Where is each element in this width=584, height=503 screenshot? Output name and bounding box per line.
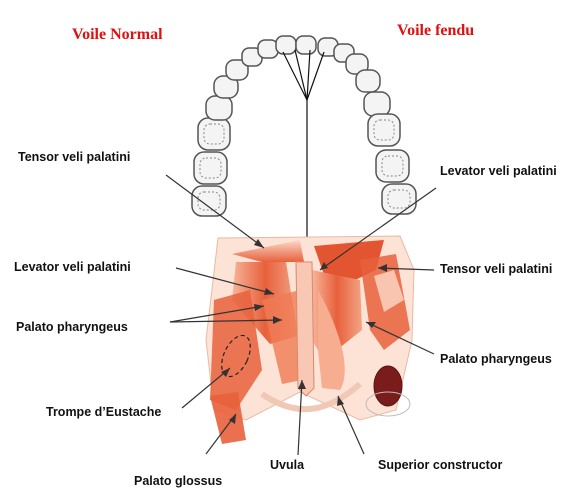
eustachian-rim bbox=[365, 391, 411, 417]
title-voile-normal: Voile Normal bbox=[72, 26, 163, 43]
eustachian-tube-outline bbox=[221, 334, 251, 378]
uvula-shape bbox=[295, 261, 315, 397]
tooth-left-incisor-1 bbox=[257, 39, 279, 59]
pointer-arrowheads bbox=[221, 239, 387, 424]
label-palato-pharyngeus-left: Palato pharyngeus bbox=[16, 320, 128, 334]
pointer-palato-pharyngeus-left-2 bbox=[169, 319, 283, 323]
tooth-central-left bbox=[275, 35, 297, 55]
label-tensor-veli-palatini-left: Tensor veli palatini bbox=[18, 150, 131, 164]
tooth-left-canine bbox=[225, 59, 249, 81]
label-trompe-eustache: Trompe d’Eustache bbox=[46, 405, 162, 419]
tooth-right-molar-2 bbox=[375, 149, 410, 183]
label-tensor-veli-palatini-right: Tensor veli palatini bbox=[440, 262, 553, 276]
palato-pharyngeus-left-inner bbox=[262, 290, 302, 384]
pointer-trompe bbox=[181, 367, 231, 409]
tooth-left-molar-2 bbox=[193, 151, 228, 185]
dental-arch bbox=[191, 35, 417, 217]
pointer-tensor-right bbox=[377, 267, 435, 271]
eustachian-opening bbox=[373, 365, 403, 407]
title-voile-fendu: Voile fendu bbox=[397, 22, 475, 39]
pointer-levator-left bbox=[175, 267, 275, 295]
label-levator-veli-palatini-left: Levator veli palatini bbox=[14, 260, 131, 274]
pointer-tensor-left bbox=[165, 174, 265, 249]
tooth-left-premolar-1 bbox=[213, 75, 239, 99]
label-palato-glossus: Palato glossus bbox=[134, 474, 223, 488]
label-superior-constructor: Superior constructor bbox=[378, 458, 503, 472]
tooth-left-molar-1 bbox=[197, 117, 231, 151]
pointer-superior-constructor bbox=[337, 395, 365, 455]
midline-lines bbox=[282, 49, 325, 262]
tooth-left-premolar-2 bbox=[205, 95, 233, 121]
superior-constrictor bbox=[260, 381, 362, 413]
tooth-central-right bbox=[295, 35, 317, 55]
tooth-right-premolar-2 bbox=[363, 91, 391, 117]
pointer-palato-pharyngeus-right bbox=[365, 321, 435, 355]
pointer-uvula bbox=[297, 379, 303, 456]
tooth-right-molar-3 bbox=[381, 183, 417, 215]
label-uvula: Uvula bbox=[270, 458, 305, 472]
palato-glossus-muscle bbox=[210, 392, 246, 444]
tooth-details bbox=[197, 119, 411, 211]
label-levator-veli-palatini-right: Levator veli palatini bbox=[440, 164, 557, 178]
uvula-right-half bbox=[318, 290, 345, 390]
pointer-palato-pharyngeus-left-1 bbox=[169, 305, 265, 323]
tooth-right-premolar-1 bbox=[355, 69, 381, 93]
tensor-left-muscle bbox=[232, 240, 304, 262]
label-palato-pharyngeus-right: Palato pharyngeus bbox=[440, 352, 552, 366]
tooth-left-molar-3 bbox=[191, 185, 227, 217]
pointer-lines bbox=[165, 174, 437, 456]
pointer-levator-right bbox=[319, 187, 437, 271]
tooth-right-molar-1 bbox=[367, 113, 401, 147]
tensor-right-tendon bbox=[374, 270, 404, 312]
